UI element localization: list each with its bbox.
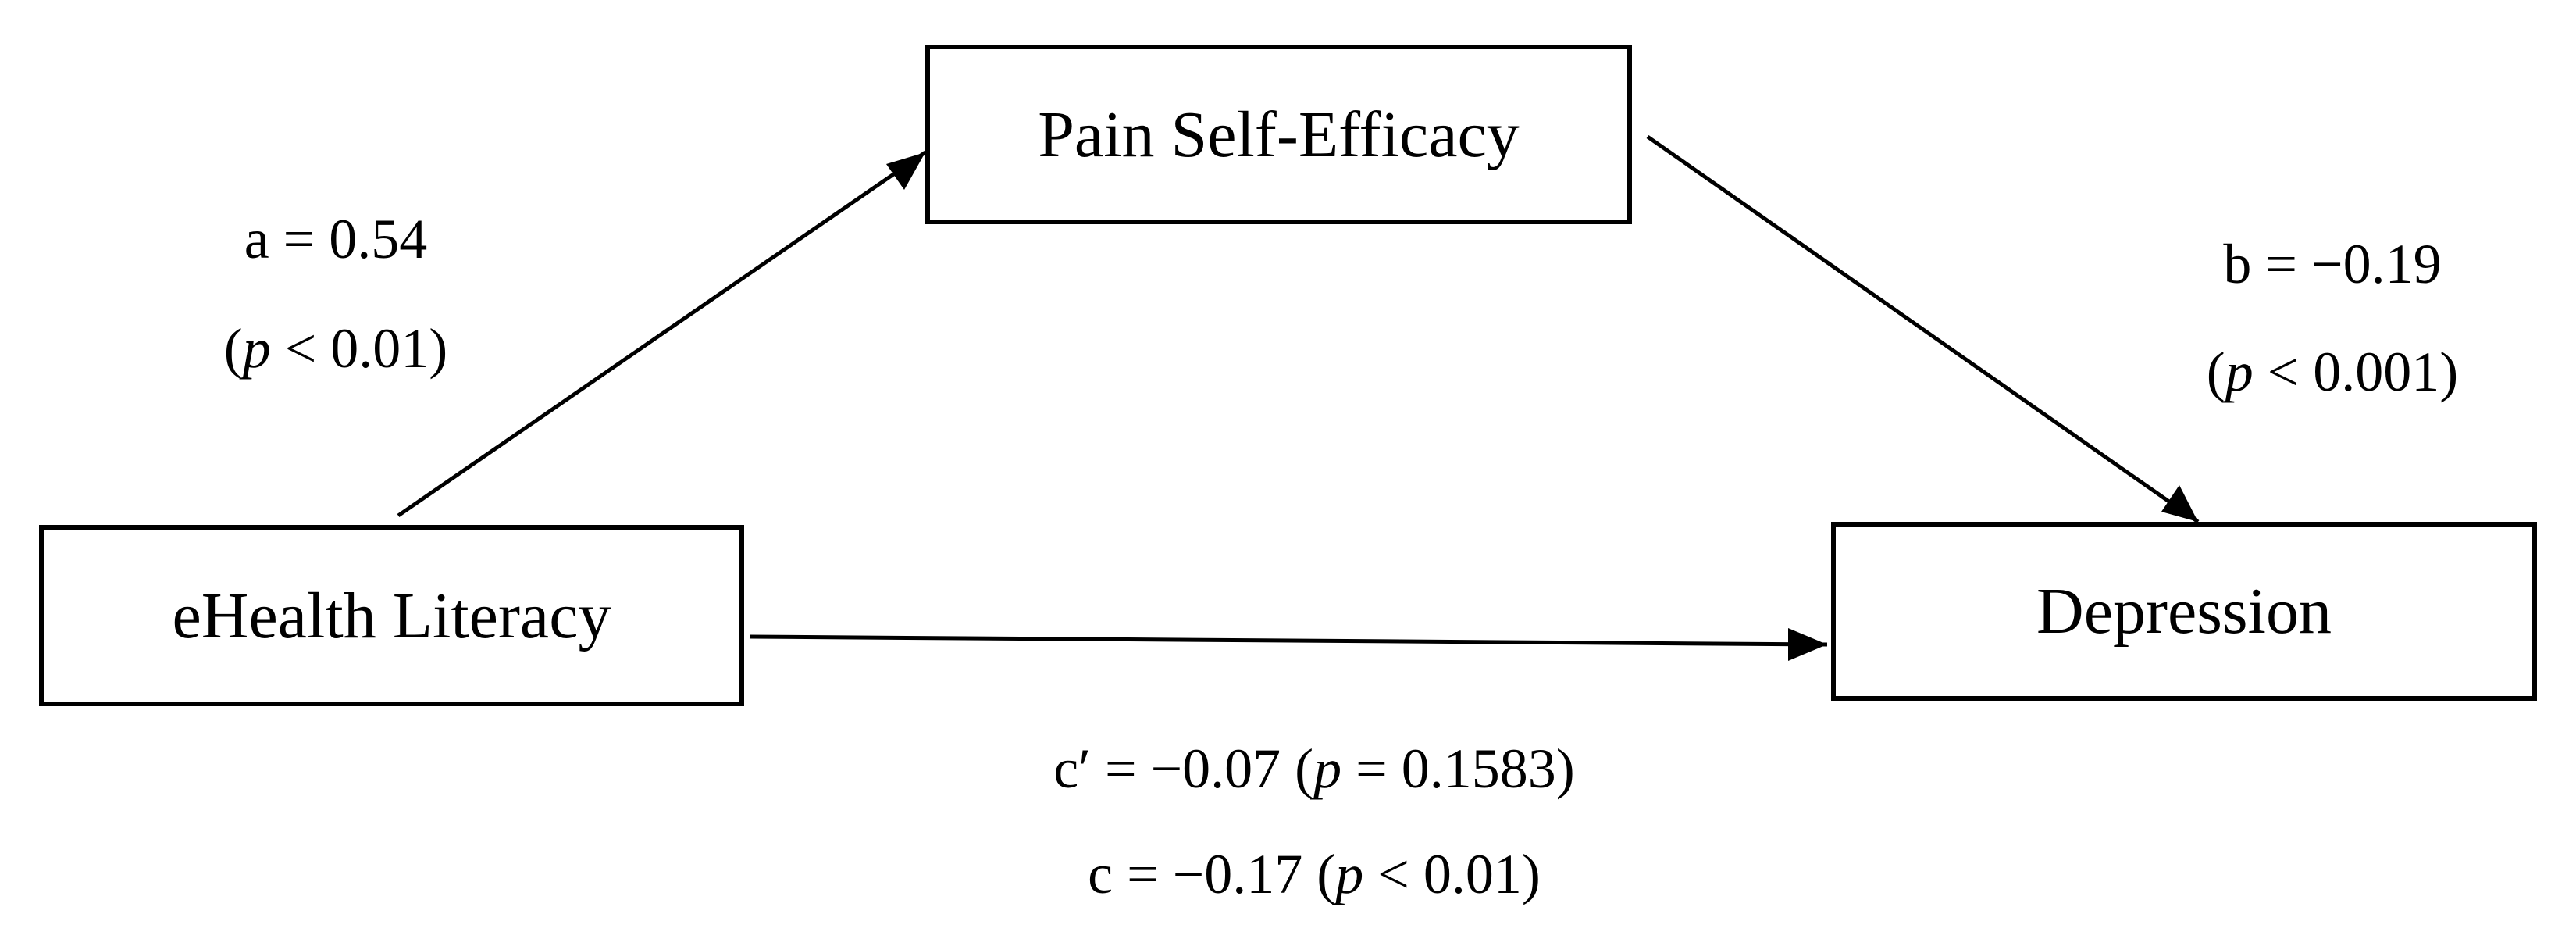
- arrowhead-cprime: [1788, 628, 1827, 661]
- path-a-p-open: (: [223, 317, 243, 380]
- mediator-box: Pain Self-Efficacy: [925, 45, 1632, 224]
- path-b-p-open: (: [2206, 341, 2225, 403]
- path-c-p-symbol: p: [1335, 843, 1364, 905]
- path-c-coefficient: c = −0.17 (p < 0.01): [1088, 846, 1541, 902]
- arrowhead-a: [886, 152, 925, 190]
- predictor-label: eHealth Literacy: [172, 579, 611, 652]
- path-b-coefficient: b = −0.19: [2223, 236, 2441, 292]
- path-b-label: b = −0.19: [2223, 233, 2442, 295]
- path-a-p-rest: < 0.01): [270, 317, 448, 380]
- outcome-box: Depression: [1831, 522, 2537, 701]
- arrow-b: [1646, 134, 2200, 524]
- path-a-p-value: (p < 0.01): [224, 320, 448, 377]
- path-c-label: c = −0.17 (: [1088, 843, 1336, 905]
- predictor-box: eHealth Literacy: [39, 525, 744, 706]
- path-a-label: a = 0.54: [244, 208, 428, 270]
- arrowhead-b: [2161, 485, 2198, 522]
- path-c-p-rest: < 0.01): [1363, 843, 1541, 905]
- path-cprime-coefficient: c′ = −0.07 (p = 0.1583): [1053, 741, 1575, 797]
- mediator-label: Pain Self-Efficacy: [1038, 98, 1520, 171]
- path-a-p-symbol: p: [242, 317, 271, 380]
- path-cprime-p-rest: = 0.1583): [1341, 737, 1575, 800]
- path-b-p-value: (p < 0.001): [2207, 344, 2459, 400]
- path-cprime-p-symbol: p: [1313, 737, 1342, 800]
- arrow-a: [397, 150, 927, 518]
- arrow-cprime: [749, 634, 1828, 647]
- path-b-p-symbol: p: [2225, 341, 2254, 403]
- outcome-label: Depression: [2036, 575, 2332, 648]
- path-cprime-label: c′ = −0.07 (: [1053, 737, 1314, 800]
- path-b-p-rest: < 0.001): [2253, 341, 2459, 403]
- path-a-coefficient: a = 0.54: [244, 211, 428, 267]
